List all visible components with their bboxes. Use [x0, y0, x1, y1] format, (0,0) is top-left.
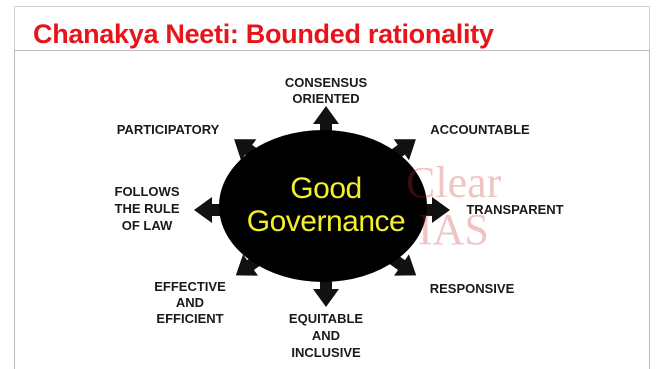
- arrow-left: [194, 197, 225, 223]
- arrow-right: [419, 197, 450, 223]
- label-line: FOLLOWS: [115, 184, 180, 199]
- arrow-down: [313, 276, 339, 307]
- watermark-line1: Clear: [406, 158, 502, 207]
- label-transparent: TRANSPARENT: [466, 202, 563, 217]
- label-equitable-inclusive: EQUITABLE AND INCLUSIVE: [289, 311, 363, 360]
- center-text-line2: Governance: [247, 205, 405, 238]
- center-ellipse: [219, 130, 427, 282]
- label-participatory: PARTICIPATORY: [117, 122, 220, 137]
- label-line: EQUITABLE: [289, 311, 363, 326]
- label-line: AND: [176, 295, 204, 310]
- label-responsive: RESPONSIVE: [430, 281, 515, 296]
- label-consensus-oriented: CONSENSUS ORIENTED: [285, 75, 368, 106]
- label-line: CONSENSUS: [285, 75, 368, 90]
- center-text-line1: Good: [290, 172, 361, 205]
- label-accountable: ACCOUNTABLE: [430, 122, 530, 137]
- label-line: AND: [312, 328, 340, 343]
- label-line: EFFICIENT: [156, 311, 223, 326]
- label-line: EFFECTIVE: [154, 279, 226, 294]
- watermark-line2: IAS: [418, 205, 489, 254]
- label-line: INCLUSIVE: [291, 345, 361, 360]
- page-title: Chanakya Neeti: Bounded rationality: [33, 19, 494, 49]
- title-bar: Chanakya Neeti: Bounded rationality: [14, 6, 650, 50]
- label-follows-rule-of-law: FOLLOWS THE RULE OF LAW: [115, 184, 180, 233]
- label-line: THE RULE: [115, 201, 180, 216]
- arrow-up: [313, 106, 339, 137]
- label-effective-efficient: EFFECTIVE AND EFFICIENT: [154, 279, 226, 326]
- label-line: OF LAW: [122, 218, 173, 233]
- label-line: ORIENTED: [292, 91, 359, 106]
